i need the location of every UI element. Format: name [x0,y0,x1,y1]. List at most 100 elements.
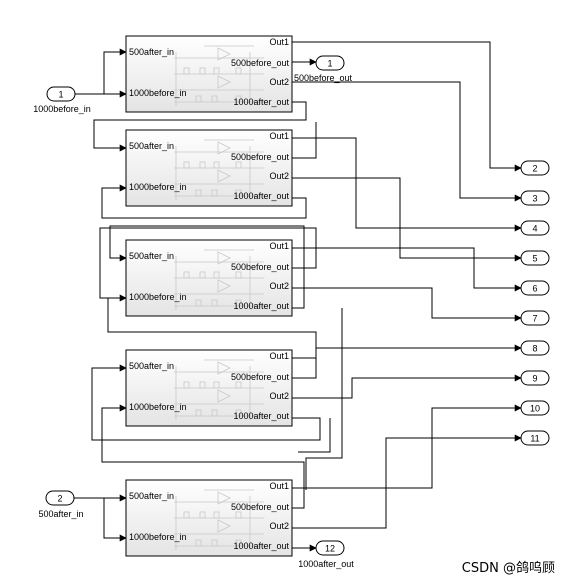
port-number: 6 [532,284,537,294]
port-label-out2: Out2 [269,77,289,87]
signal-line [107,298,317,379]
signal-line [91,364,321,441]
port-label-out1: Out1 [269,37,289,47]
outport-11[interactable]: 11 [520,430,550,446]
subsystem-block-2[interactable]: 500after_in1000before_inOut1500before_ou… [125,129,293,207]
inport-1[interactable]: 1 1000before_in [33,86,91,114]
subsystem-preview-icon [174,489,264,550]
port-oval[interactable] [520,340,550,356]
watermark: CSDN @鸽呜顾 [462,560,555,576]
port-oval[interactable] [46,86,76,102]
outport-10[interactable]: 10 [520,400,550,416]
subsystem-preview-icon [174,45,264,106]
port-oval[interactable] [520,430,550,446]
signal-line [292,122,317,159]
outport-5[interactable]: 5 [520,250,550,266]
port-label-500after-in: 500after_in [129,491,174,501]
port-oval[interactable] [45,490,75,506]
outport-7[interactable]: 7 [520,310,550,326]
port-number: 10 [530,404,540,414]
signal-line [305,308,343,490]
port-oval[interactable] [520,280,550,296]
port-number: 2 [532,164,537,174]
signal-line [292,344,522,359]
port-label-1000before-in: 1000before_in [129,532,187,542]
port-oval[interactable] [520,400,550,416]
port-oval[interactable] [520,190,550,206]
signal-line [103,498,127,542]
port-label-500after-in: 500after_in [129,47,174,57]
port-label-500before-out: 500before_out [231,372,290,382]
port-name-label: 500after_in [38,509,83,519]
signal-line [292,404,522,489]
signal-line [292,374,522,399]
port-oval[interactable] [315,55,345,71]
port-label-500after-in: 500after_in [129,361,174,371]
port-label-500before-out: 500before_out [231,262,290,272]
subsystem-block-4[interactable]: 500after_in 1000before_in Out1 500before_ou… [125,349,293,427]
subsystem-preview-icon [174,249,264,310]
port-number: 2 [57,494,62,504]
outport-1[interactable]: 1 500before_out [294,55,353,83]
signal-line [298,418,331,453]
inport-2[interactable]: 2 500after_in [38,490,84,519]
outport-8[interactable]: 8 [520,340,550,356]
port-name-label: 1000before_in [33,104,91,114]
port-number: 4 [532,224,537,234]
subsystem-block-3[interactable]: 500after_in1000before_inOut1500before_ou… [125,239,293,317]
port-number: 8 [532,344,537,354]
port-oval[interactable] [315,540,345,556]
signal-line [292,81,522,202]
port-label-1000after-out: 1000after_out [233,411,289,421]
port-label-500before-out: 500before_out [231,58,290,68]
signal-line [292,287,522,322]
port-name-label: 500before_out [294,73,353,83]
signal-line [75,48,127,95]
port-oval[interactable] [520,370,550,386]
subsystem-preview-icon [174,139,264,200]
port-label-out2: Out2 [269,281,289,291]
subsystem-block-1[interactable]: 500after_in 1000before_in Out1 500before_ou… [125,35,293,113]
signal-line [292,41,522,172]
outport-2[interactable]: 2 [520,160,550,176]
port-number: 11 [530,434,539,444]
port-number: 5 [532,254,537,264]
port-oval[interactable] [520,310,550,326]
port-label-1000before-in: 1000before_in [129,88,187,98]
outport-4[interactable]: 4 [520,220,550,236]
port-oval[interactable] [520,160,550,176]
signal-line [292,247,522,292]
port-label-1000after-out: 1000after_out [233,97,289,107]
outport-3[interactable]: 3 [520,190,550,206]
port-label-out1: Out1 [269,241,289,251]
port-number: 1 [58,90,63,100]
port-label-out2: Out2 [269,391,289,401]
signal-line [99,227,317,302]
outport-6[interactable]: 6 [520,280,550,296]
port-number: 1 [327,59,332,69]
signal-line [292,137,522,232]
signal-line [292,177,522,262]
port-label-1000after-out: 1000after_out [233,191,289,201]
signal-line [109,225,305,309]
port-label-out1: Out1 [269,481,289,491]
port-name-label: 1000after_out [298,559,354,569]
signal-line [101,404,305,509]
port-label-1000before-in: 1000before_in [129,182,187,192]
subsystem-preview-icon [174,359,264,420]
port-label-500before-out: 500before_out [231,502,290,512]
port-number: 7 [532,314,537,324]
port-label-1000after-out: 1000after_out [233,301,289,311]
port-oval[interactable] [520,220,550,236]
port-oval[interactable] [520,250,550,266]
subsystem-block-5[interactable]: 500after_in 1000before_in Out1 500before_ou… [125,479,293,557]
port-label-out1: Out1 [269,351,289,361]
port-number: 3 [532,194,537,204]
outport-9[interactable]: 9 [520,370,550,386]
port-label-500after-in: 500after_in [129,251,174,261]
port-label-1000before-in: 1000before_in [129,402,187,412]
port-label-500before-out: 500before_out [231,152,290,162]
